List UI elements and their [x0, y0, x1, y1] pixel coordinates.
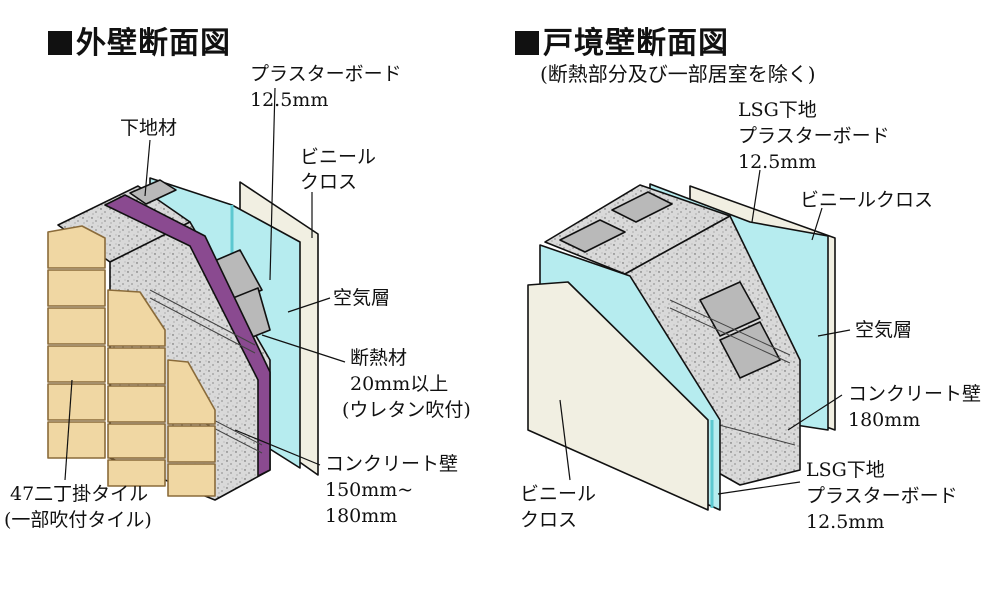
- black-square-icon: [48, 31, 72, 55]
- label-air-layer: 空気層: [333, 287, 391, 309]
- label-concrete-thickness-1: 150mm~: [325, 479, 414, 501]
- label-vinyl-cloth-1: ビニール: [300, 146, 377, 168]
- right-diagram-subtitle: (断熱部分及び一部居室を除く): [540, 62, 816, 86]
- vinyl-cloth-front: [527, 281, 709, 511]
- label-vinyl-cloth-2: クロス: [300, 171, 358, 193]
- black-square-icon: [515, 31, 539, 55]
- label-lsg-top-2: プラスターボード: [738, 125, 890, 147]
- exterior-wall-illustration: [47, 87, 346, 501]
- label-vinyl-cloth-left-2: クロス: [520, 509, 578, 531]
- label-air-layer-right: 空気層: [855, 319, 913, 341]
- label-insulation: 断熱材: [350, 347, 408, 369]
- label-concrete-thickness-2: 180mm: [325, 505, 398, 527]
- label-vinyl-cloth-left-1: ビニール: [520, 483, 597, 505]
- right-diagram-title: 戸境壁断面図: [515, 18, 729, 62]
- label-lsg-bottom-2: プラスターボード: [806, 485, 958, 507]
- label-lsg-bottom-3: 12.5mm: [806, 511, 885, 533]
- label-base-material: 下地材: [120, 117, 178, 139]
- party-wall-illustration: [527, 169, 851, 511]
- label-tile-1: 47二丁掛タイル: [10, 483, 149, 505]
- label-concrete-wall: コンクリート壁: [325, 453, 459, 475]
- label-plasterboard-thickness: 12.5mm: [250, 89, 329, 111]
- label-vinyl-cloth-right: ビニールクロス: [800, 189, 934, 211]
- label-concrete-wall-right: コンクリート壁: [848, 383, 982, 405]
- label-plasterboard: プラスターボード: [250, 63, 402, 85]
- label-insulation-note: (ウレタン吹付): [342, 399, 471, 421]
- label-tile-2: (一部吹付タイル): [4, 509, 152, 531]
- tile-layer: [47, 225, 216, 497]
- label-insulation-thickness: 20mm以上: [350, 373, 449, 395]
- label-lsg-top-1: LSG下地: [738, 99, 817, 121]
- left-diagram-title: 外壁断面図: [48, 18, 231, 62]
- label-lsg-bottom-1: LSG下地: [806, 459, 885, 481]
- label-lsg-top-3: 12.5mm: [738, 151, 817, 173]
- label-concrete-thickness-right: 180mm: [848, 409, 921, 431]
